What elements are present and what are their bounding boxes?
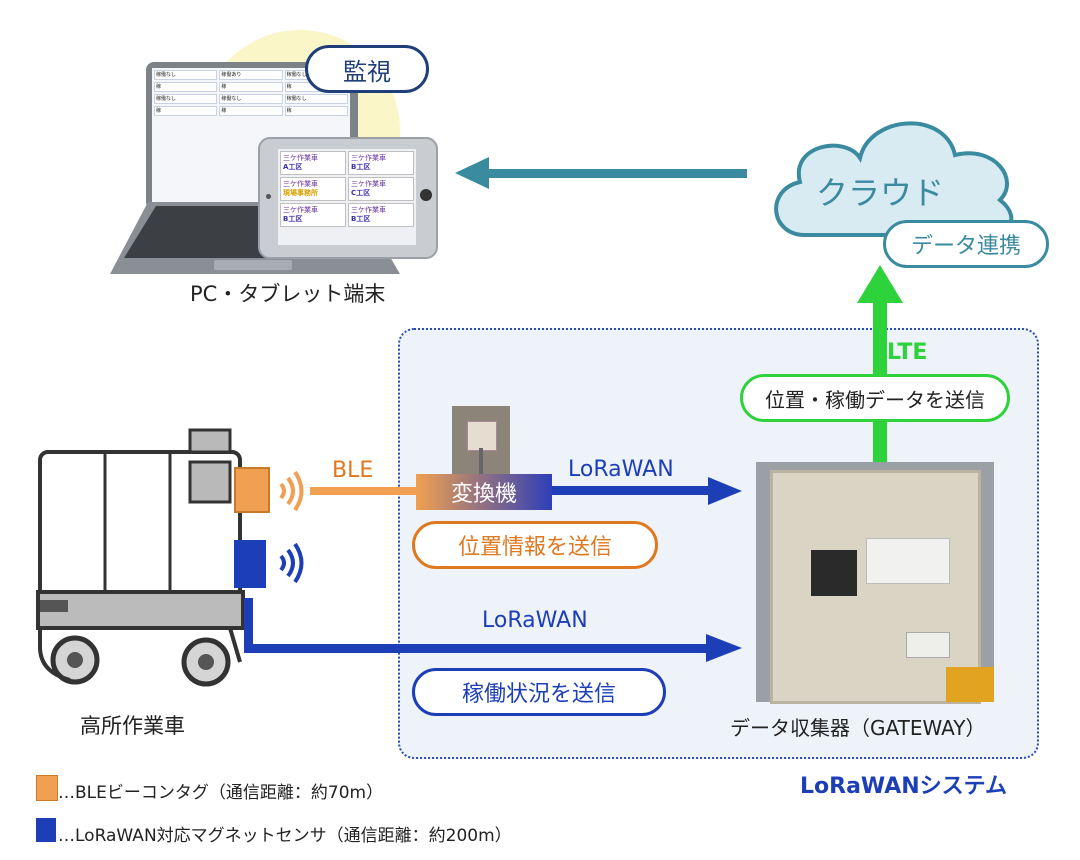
lte-send-pill: 位置・稼働データを送信 — [740, 374, 1010, 422]
gateway-device — [866, 538, 950, 584]
devices-label: PC・タブレット端末 — [190, 282, 386, 306]
sensor-to-gateway-arrow — [244, 598, 742, 662]
converter-label: 変換機 — [450, 482, 517, 507]
laptop-cell: 稼 — [154, 106, 218, 116]
converter-send-label: 位置情報を送信 — [457, 535, 612, 560]
converter-to-gateway-arrow — [552, 477, 742, 505]
monitor-label: 監視 — [343, 57, 391, 86]
vehicle-label: 高所作業車 — [80, 714, 185, 738]
converter-pole — [479, 448, 483, 474]
gateway-enclosure — [770, 470, 981, 704]
tablet-cell: 三ケ作業車現場事務所 — [280, 177, 346, 201]
aerial-work-vehicle — [36, 428, 245, 687]
ble-wave-icon — [279, 470, 304, 512]
laptop-cell: 稼 — [219, 106, 283, 116]
direct-send-pill: 稼働状況を送信 — [412, 668, 666, 716]
gateway-power-unit — [811, 550, 857, 596]
laptop-cell: 稼働なし — [154, 70, 218, 80]
direct-send-label: 稼働状況を送信 — [461, 682, 616, 707]
legend-swatch-orange — [36, 775, 58, 801]
legend-item-lorawan: …LoRaWAN対応マグネットセンサ（通信距離：約200m） — [58, 826, 512, 846]
cloud-sub-pill: データ連携 — [883, 220, 1049, 268]
laptop-cell: 稼働なし — [284, 94, 348, 104]
cloud-shape — [774, 121, 1014, 238]
converter-send-pill: 位置情報を送信 — [412, 521, 658, 569]
laptop-cell: 稼 — [284, 106, 348, 116]
converter-lorawan-label: LoRaWAN — [568, 457, 674, 482]
ble-tag-orange — [234, 467, 270, 513]
laptop-cell: 稼働なし — [219, 94, 283, 104]
converter-box-label: 変換機 — [416, 474, 552, 510]
ble-label: BLE — [332, 458, 374, 483]
gateway-label: データ収集器（GATEWAY） — [730, 716, 986, 740]
magnet-sensor-blue — [234, 540, 266, 588]
lte-label: LTE — [887, 340, 928, 365]
lte-arrow — [857, 265, 903, 463]
tablet-home-button — [420, 189, 432, 201]
direct-lorawan-label: LoRaWAN — [482, 608, 588, 633]
tablet-camera — [266, 194, 271, 199]
gateway-yellow-part — [946, 667, 994, 702]
converter-box — [467, 421, 497, 451]
laptop-cell: 稼 — [219, 82, 283, 92]
laptop-cell: 稼働あり — [219, 70, 283, 80]
monitor-pill: 監視 — [305, 45, 429, 93]
laptop-cell: 稼働なし — [154, 94, 218, 104]
cloud-label: クラウド — [816, 174, 945, 212]
laptop-cell: 稼 — [154, 82, 218, 92]
lte-send-label: 位置・稼働データを送信 — [765, 387, 985, 412]
lorawan-wave-icon — [279, 542, 304, 584]
gateway-photo — [756, 462, 994, 704]
ble-line — [310, 487, 420, 495]
legend-swatch-blue — [36, 818, 56, 842]
cloud-sub-label: データ連携 — [910, 234, 1021, 259]
gateway-battery — [906, 632, 950, 658]
converter-photo — [452, 406, 510, 474]
cloud-to-devices-arrow — [455, 157, 747, 189]
system-label: LoRaWANシステム — [800, 774, 1007, 799]
legend-item-ble: …BLEビーコンタグ（通信距離：約70m） — [58, 783, 384, 803]
